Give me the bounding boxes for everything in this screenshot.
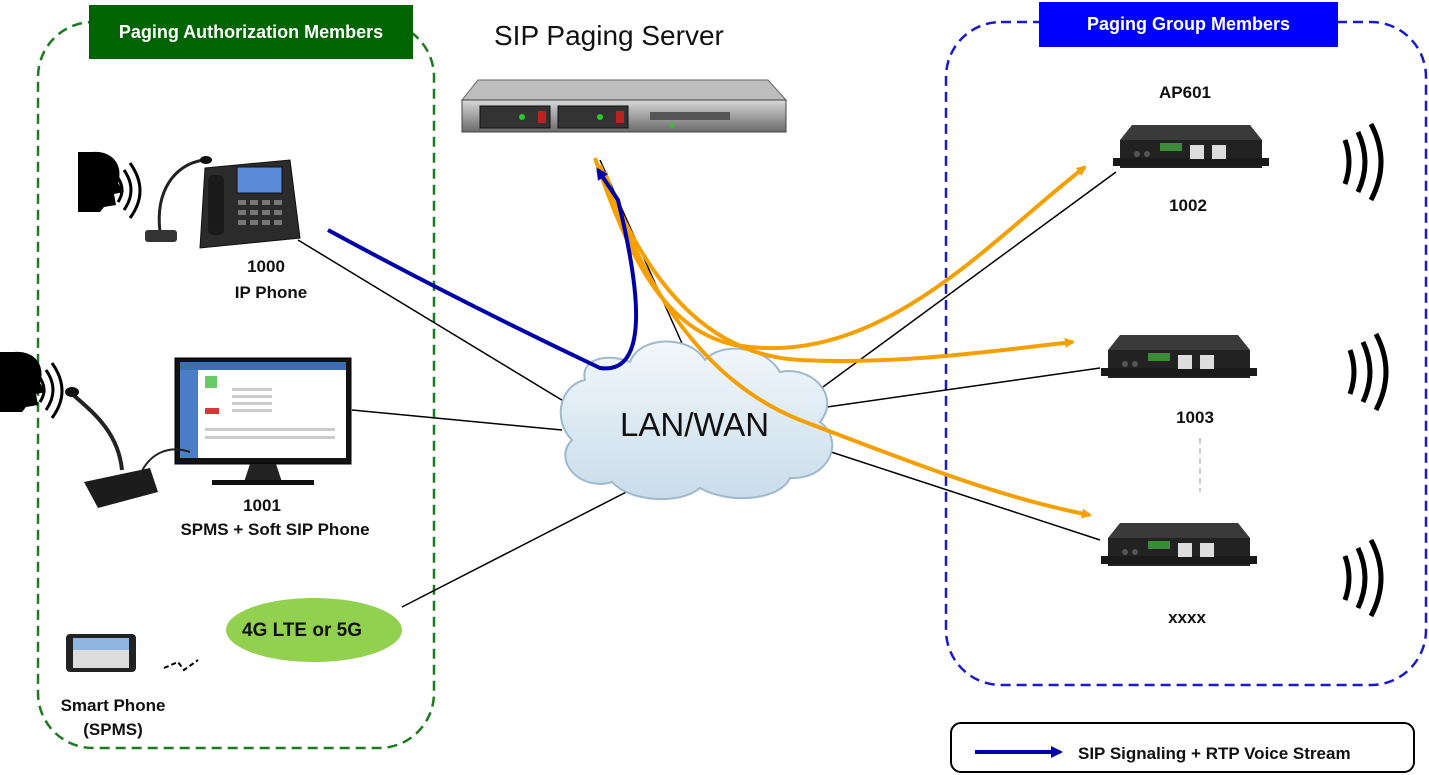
ap601-device-icon: [1101, 523, 1257, 566]
member-name: SPMS + Soft SIP Phone: [180, 520, 370, 539]
monitor-icon: [174, 357, 352, 485]
auth-group-title: Paging Authorization Members: [89, 5, 413, 59]
sound-wave-icon: [1347, 332, 1389, 412]
sound-wave-icon: [1342, 538, 1384, 618]
member-extension: 1002: [1169, 196, 1207, 215]
auth-group-boundary: [36, 20, 436, 750]
sip-paging-server: [460, 79, 788, 133]
ap601-device-icon: [1101, 335, 1257, 378]
member-name: Smart Phone: [60, 696, 166, 715]
paging-group-title: Paging Group Members: [1039, 2, 1338, 47]
desk-microphone-icon: [65, 387, 191, 508]
server-title: SIP Paging Server: [494, 20, 724, 51]
device-model: AP601: [1159, 83, 1211, 102]
legend-box: [950, 722, 1415, 773]
cellular-label: 4G LTE or 5G: [242, 620, 363, 641]
wireless-link-icon: [163, 659, 199, 672]
sip-signaling-path: [327, 167, 638, 371]
member-extension: 1001: [243, 496, 281, 515]
member-extension: 1000: [247, 257, 285, 276]
member-name: IP Phone: [234, 283, 308, 302]
ip-phone-icon: [145, 156, 301, 249]
rtp-streams: [593, 157, 1092, 519]
speaker-head-icon: [78, 151, 142, 219]
member-extension: xxxx: [1168, 608, 1206, 627]
network-label: LAN/WAN: [620, 406, 770, 443]
cellular-network: [226, 598, 402, 662]
sound-wave-icon: [1342, 122, 1384, 202]
ap601-device-icon: [1113, 125, 1269, 168]
legend-label: SIP Signaling + RTP Voice Stream: [1078, 744, 1351, 763]
smartphone-icon: [66, 634, 136, 672]
member-extension: 1003: [1176, 408, 1214, 427]
member-subtitle: (SPMS): [83, 720, 143, 739]
speaker-head-icon: [0, 351, 64, 419]
lan-wan-cloud: [559, 340, 834, 501]
